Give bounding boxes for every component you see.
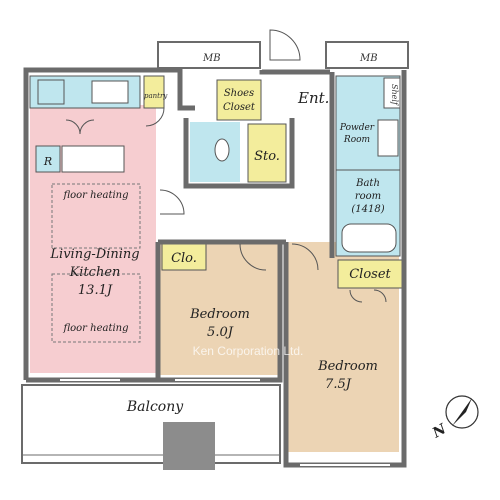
compass-ring: [445, 395, 479, 429]
pantry-area: [143, 75, 165, 109]
shelf-label: Shelf: [390, 84, 399, 107]
watermark: Ken Corporation Ltd.: [193, 344, 304, 358]
ldk-label-1: Living-Dining: [49, 247, 139, 262]
floor-heating-bottom-label: floor heating: [62, 323, 128, 334]
floor-heating-zone-top: [51, 183, 141, 249]
kitchen-sink: [91, 80, 129, 104]
refrigerator: [35, 145, 61, 173]
storage-label: Sto.: [254, 149, 280, 164]
bathroom-label-2: room: [355, 191, 381, 202]
shoes-closet-area: [216, 79, 262, 121]
compass-north-label: N: [429, 421, 450, 442]
balcony-area: [21, 384, 281, 464]
shoes-closet-label-2: Closet: [223, 102, 256, 113]
balcony-label: Balcony: [126, 399, 184, 415]
floor-heating-top-label: floor heating: [62, 190, 128, 201]
doors: [65, 29, 387, 303]
toilet: [214, 138, 230, 162]
balcony-column: [163, 422, 215, 470]
compass: [445, 395, 479, 429]
powder-room-label-1: Powder: [339, 123, 375, 133]
washbasin: [377, 119, 399, 157]
ldk-label-2: Kitchen: [69, 265, 121, 280]
entrance-label: Ent.: [297, 89, 329, 107]
bathroom-label-3: (1418): [351, 204, 384, 215]
meter-box-left-label: MB: [202, 53, 221, 64]
ldk-label-3: 13.1J: [78, 283, 113, 298]
bathroom-label-1: Bath: [355, 178, 380, 189]
bedroom1-label-2: 5.0J: [207, 325, 234, 340]
windows: [60, 379, 390, 466]
meter-box-right: [325, 41, 409, 69]
closet-label: Closet: [349, 267, 391, 282]
bedroom2-label-2: 7.5J: [325, 377, 352, 392]
powder-room-label-2: Room: [343, 135, 370, 145]
pantry-label: pantry: [144, 92, 168, 100]
bathtub: [341, 223, 397, 253]
stove: [37, 79, 65, 105]
bedroom1-label-1: Bedroom: [189, 307, 250, 322]
bedroom2-label-1: Bedroom: [317, 359, 378, 374]
shoes-closet-label-1: Shoes: [224, 88, 254, 99]
storage-area: [247, 123, 287, 183]
small-closet-area: [161, 243, 207, 271]
small-closet-label: Clo.: [171, 251, 197, 266]
compass-needle: [452, 398, 472, 426]
shelf-area: [383, 77, 401, 109]
meter-box-right-label: MB: [359, 53, 378, 64]
floor-heating-zone-bottom: [51, 273, 141, 343]
island-counter: [61, 145, 125, 173]
refrigerator-label: R: [43, 155, 52, 168]
closet-area: [337, 259, 403, 289]
meter-box-left: [157, 41, 261, 69]
